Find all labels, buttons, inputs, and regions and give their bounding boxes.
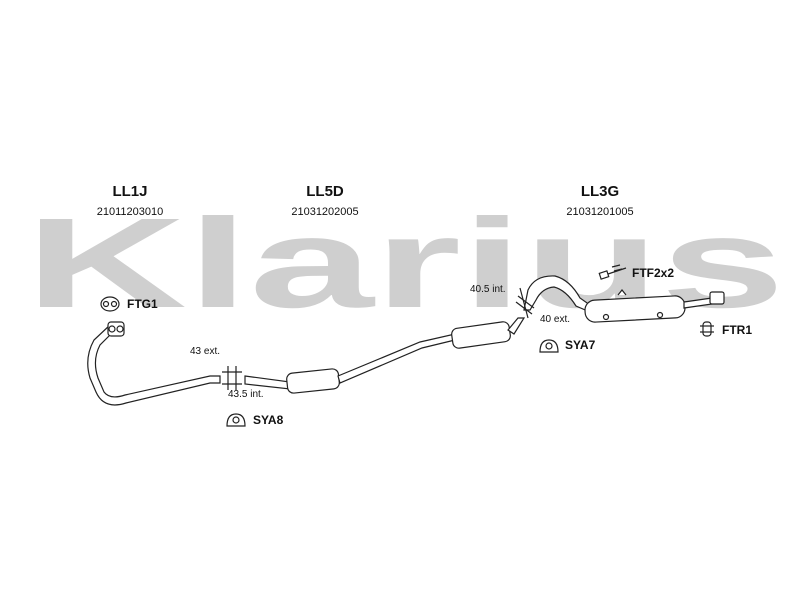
section-code-ll1j: LL1J <box>112 183 148 200</box>
joint-marker-rear <box>515 287 535 319</box>
section-code-ll3g: LL3G <box>580 183 620 200</box>
callout-ftr1: FTR1 <box>722 323 752 337</box>
dimension-43-ext: 43 ext. <box>190 346 221 357</box>
callout-ftg1: FTG1 <box>127 297 158 311</box>
callout-sya8: SYA8 <box>253 413 284 427</box>
gasket-icon <box>100 296 120 312</box>
clamp-icon-sya7 <box>539 339 559 353</box>
dimension-40-ext: 40 ext. <box>540 314 571 325</box>
front-pipe <box>87 321 221 406</box>
callout-ftf2x2: FTF2x2 <box>632 266 675 280</box>
rubber-mount-icon <box>700 321 714 337</box>
dimension-40-5-int: 40.5 int. <box>470 284 506 295</box>
fitting-kit-icon <box>598 264 627 280</box>
clamp-icon-sya8 <box>226 413 246 427</box>
dimension-43-5-int: 43.5 int. <box>228 389 264 400</box>
part-number-ll1j: 21011203010 <box>96 206 164 218</box>
part-number-ll3g: 21031201005 <box>566 206 634 218</box>
joint-marker-front <box>222 366 242 390</box>
callout-sya7: SYA7 <box>565 338 596 352</box>
intermediate-pipe <box>244 317 526 394</box>
part-number-ll5d: 21031202005 <box>291 206 359 218</box>
rear-silencer <box>523 275 725 323</box>
section-code-ll5d: LL5D <box>306 183 344 200</box>
